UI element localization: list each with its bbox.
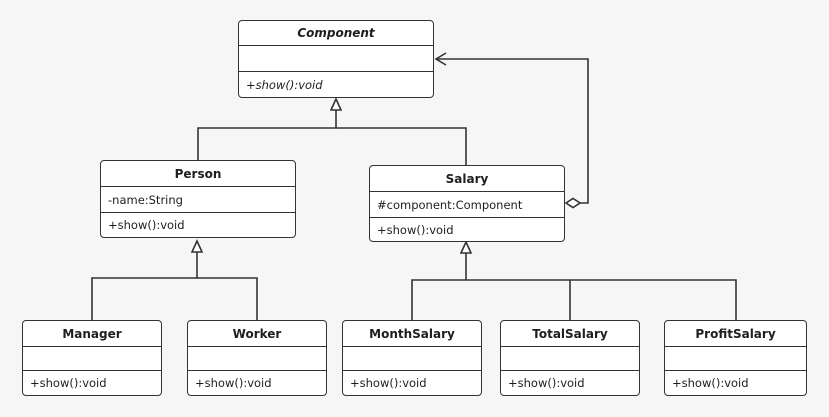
attribute: #component:Component [370,192,564,218]
operation: +show():void [108,218,185,232]
attribute-section [665,347,806,371]
class-name: TotalSalary [501,321,639,347]
aggregation-arrowhead [434,52,447,66]
class-profit-salary[interactable]: ProfitSalary +show():void [664,320,807,396]
operation: +show():void [350,376,427,390]
class-component[interactable]: Component +show():void [238,20,434,98]
class-manager[interactable]: Manager +show():void [22,320,162,396]
operation: +show():void [30,376,107,390]
operation: +show():void [508,376,585,390]
attribute-section [239,46,433,72]
aggregation-line [436,58,589,204]
attribute-section [501,347,639,371]
class-person[interactable]: Person -name:String +show():void [100,160,296,238]
generalization-arrowhead-component [329,97,343,111]
class-name: Component [239,21,433,46]
class-worker[interactable]: Worker +show():void [187,320,327,396]
attribute-section [343,347,481,371]
class-name: Person [101,161,295,187]
class-name: MonthSalary [343,321,481,347]
operation: +show():void [195,376,272,390]
generalization-line-person-component [197,110,337,160]
operation: +show():void [377,222,454,237]
generalization-line-salary-component [336,127,467,165]
class-name: Salary [370,166,564,192]
class-month-salary[interactable]: MonthSalary +show():void [342,320,482,396]
attribute-section [188,347,326,371]
generalization-line-worker-person [197,277,258,320]
attribute: -name:String [101,187,295,213]
class-total-salary[interactable]: TotalSalary +show():void [500,320,640,396]
operation: +show():void [246,77,323,92]
attribute-section [23,347,161,371]
class-name: ProfitSalary [665,321,806,347]
operation: +show():void [672,376,749,390]
generalization-arrowhead-person [190,239,204,253]
class-name: Worker [188,321,326,347]
generalization-arrowhead-salary [459,240,473,254]
generalization-line-month-salary [411,279,737,320]
aggregation-diamond [564,197,582,209]
class-name: Manager [23,321,161,347]
class-salary[interactable]: Salary #component:Component +show():void [369,165,565,242]
generalization-line-manager-person [91,252,198,320]
